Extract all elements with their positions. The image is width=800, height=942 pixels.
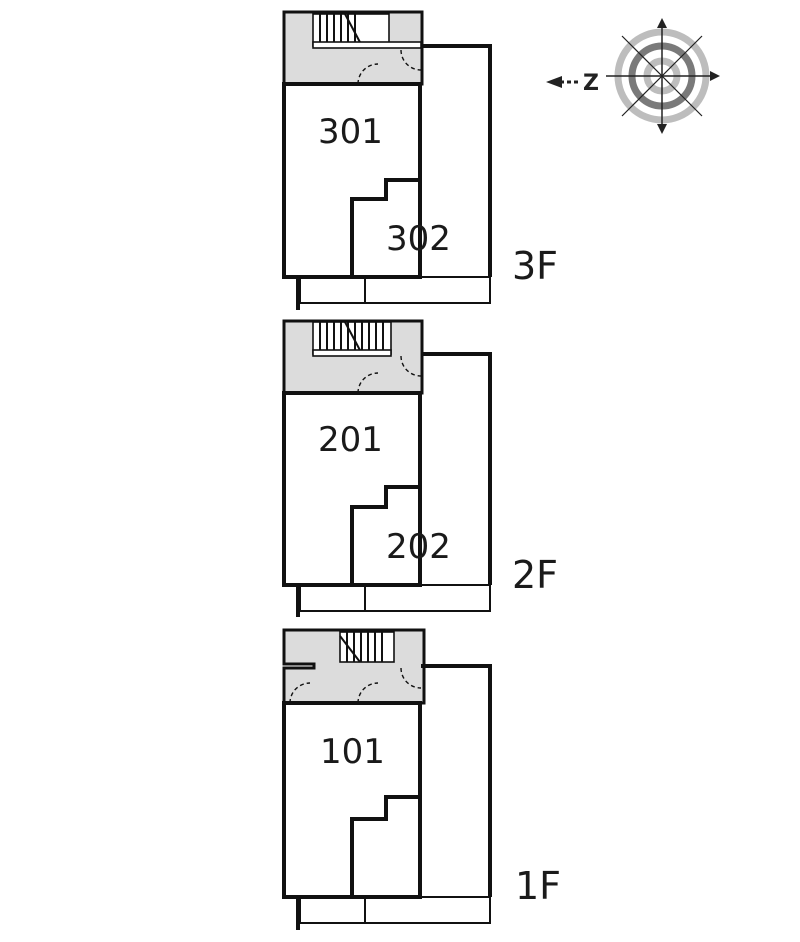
- floor-1f: 101 1F: [282, 628, 561, 930]
- compass-icon: Z: [546, 18, 720, 134]
- floor-label-3f: 3F: [512, 244, 558, 288]
- door-arc: [289, 682, 311, 704]
- compass-north-letter: Z: [583, 71, 599, 96]
- room-label-201: 201: [318, 420, 383, 460]
- door-arc: [400, 355, 422, 377]
- staircase-2f: [312, 321, 392, 357]
- staircase-1f: [339, 631, 395, 663]
- floor-2f: 201 202 2F: [282, 319, 558, 617]
- floor-label-1f: 1F: [515, 864, 561, 908]
- room-label-302: 302: [386, 219, 451, 259]
- room-label-301: 301: [318, 112, 383, 152]
- door-arc: [357, 63, 379, 85]
- staircase-3f: [312, 13, 422, 49]
- door-arc: [357, 372, 379, 394]
- door-arc: [357, 682, 379, 704]
- room-label-202: 202: [386, 527, 451, 567]
- door-arc: [400, 667, 422, 689]
- floor-label-2f: 2F: [512, 553, 558, 597]
- door-arc: [400, 49, 422, 71]
- room-label-101: 101: [320, 732, 385, 772]
- floor-3f: 301 302 3F: [282, 10, 558, 310]
